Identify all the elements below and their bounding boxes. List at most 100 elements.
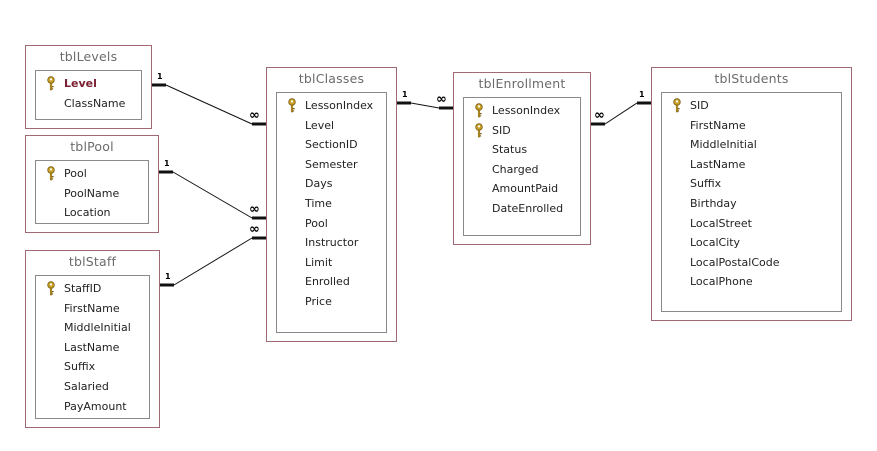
relationship-line [173,237,253,286]
field-name: MiddleInitial [64,321,131,335]
field-semester[interactable]: Semester [277,155,386,175]
field-firstname[interactable]: FirstName [36,299,149,319]
field-days[interactable]: Days [277,174,386,194]
field-name: SectionID [305,138,358,152]
field-middleinitial[interactable]: MiddleInitial [662,135,841,155]
relationship-line [604,102,638,125]
field-name: LastName [690,157,746,171]
field-poolname[interactable]: PoolName [36,184,148,204]
field-limit[interactable]: Limit [277,253,386,273]
field-name: Time [305,196,332,210]
field-middleinitial[interactable]: MiddleInitial [36,318,149,338]
field-instructor[interactable]: Instructor [277,233,386,253]
cardinality-many-label: ∞ [249,202,260,217]
field-pool[interactable]: Pool [277,214,386,234]
field-level[interactable]: Level [277,116,386,136]
table-title[interactable]: tblClasses [298,71,365,86]
field-classname[interactable]: ClassName [36,94,141,114]
table-title[interactable]: tblEnrollment [478,76,566,91]
field-lastname[interactable]: LastName [36,338,149,358]
field-name: Price [305,294,332,308]
field-name: MiddleInitial [690,138,757,152]
field-localstreet[interactable]: LocalStreet [662,214,841,234]
field-name: Charged [492,162,539,176]
field-firstname[interactable]: FirstName [662,116,841,136]
table-title[interactable]: tblPool [70,139,114,154]
field-name: Suffix [64,360,96,374]
field-sid[interactable]: SID [662,96,841,116]
table-title[interactable]: tblLevels [59,49,118,64]
field-name: SID [690,99,709,112]
field-lessonindex[interactable]: LessonIndex [277,96,386,116]
cardinality-many-label: ∞ [594,108,605,123]
field-staffid[interactable]: StaffID [36,279,149,299]
field-lastname[interactable]: LastName [662,155,841,175]
table-title[interactable]: tblStudents [714,71,789,86]
field-name: SID [492,123,511,137]
field-enrolled[interactable]: Enrolled [277,272,386,292]
field-name: Level [64,77,97,90]
cardinality-one-label: 1 [164,159,170,168]
key-icon [47,166,55,181]
field-name: AmountPaid [492,182,559,196]
key-icon [475,122,483,137]
field-name: Birthday [690,196,737,210]
field-location[interactable]: Location [36,203,148,223]
field-status[interactable]: Status [464,140,580,160]
field-name: FirstName [690,118,746,132]
field-name: Pool [64,167,87,180]
cardinality-many-label: ∞ [249,108,260,123]
field-dateenrolled[interactable]: DateEnrolled [464,199,580,219]
field-pool[interactable]: Pool [36,164,148,184]
field-name: LocalCity [690,236,741,250]
field-salaried[interactable]: Salaried [36,377,149,397]
field-suffix[interactable]: Suffix [36,357,149,377]
field-sid[interactable]: SID [464,121,580,141]
field-localphone[interactable]: LocalPhone [662,272,841,292]
key-icon [288,98,296,113]
field-lessonindex[interactable]: LessonIndex [464,101,580,121]
key-icon [475,103,483,118]
field-name: Salaried [64,379,109,393]
key-icon [673,98,681,113]
field-name: PayAmount [64,399,127,413]
field-name: LessonIndex [305,99,374,112]
field-name: LessonIndex [492,104,561,117]
field-localcity[interactable]: LocalCity [662,233,841,253]
field-price[interactable]: Price [277,292,386,312]
relationship-line [410,102,440,109]
table-title[interactable]: tblStaff [68,254,117,269]
field-amountpaid[interactable]: AmountPaid [464,179,580,199]
field-level[interactable]: Level [36,74,141,94]
field-birthday[interactable]: Birthday [662,194,841,214]
field-name: LocalPhone [690,275,753,289]
field-name: StaffID [64,282,102,295]
key-icon [47,76,55,91]
field-localpostalcode[interactable]: LocalPostalCode [662,253,841,273]
field-sectionid[interactable]: SectionID [277,135,386,155]
field-charged[interactable]: Charged [464,160,580,180]
field-suffix[interactable]: Suffix [662,174,841,194]
field-time[interactable]: Time [277,194,386,214]
field-name: LastName [64,340,120,354]
field-payamount[interactable]: PayAmount [36,397,149,417]
field-name: FirstName [64,301,120,315]
